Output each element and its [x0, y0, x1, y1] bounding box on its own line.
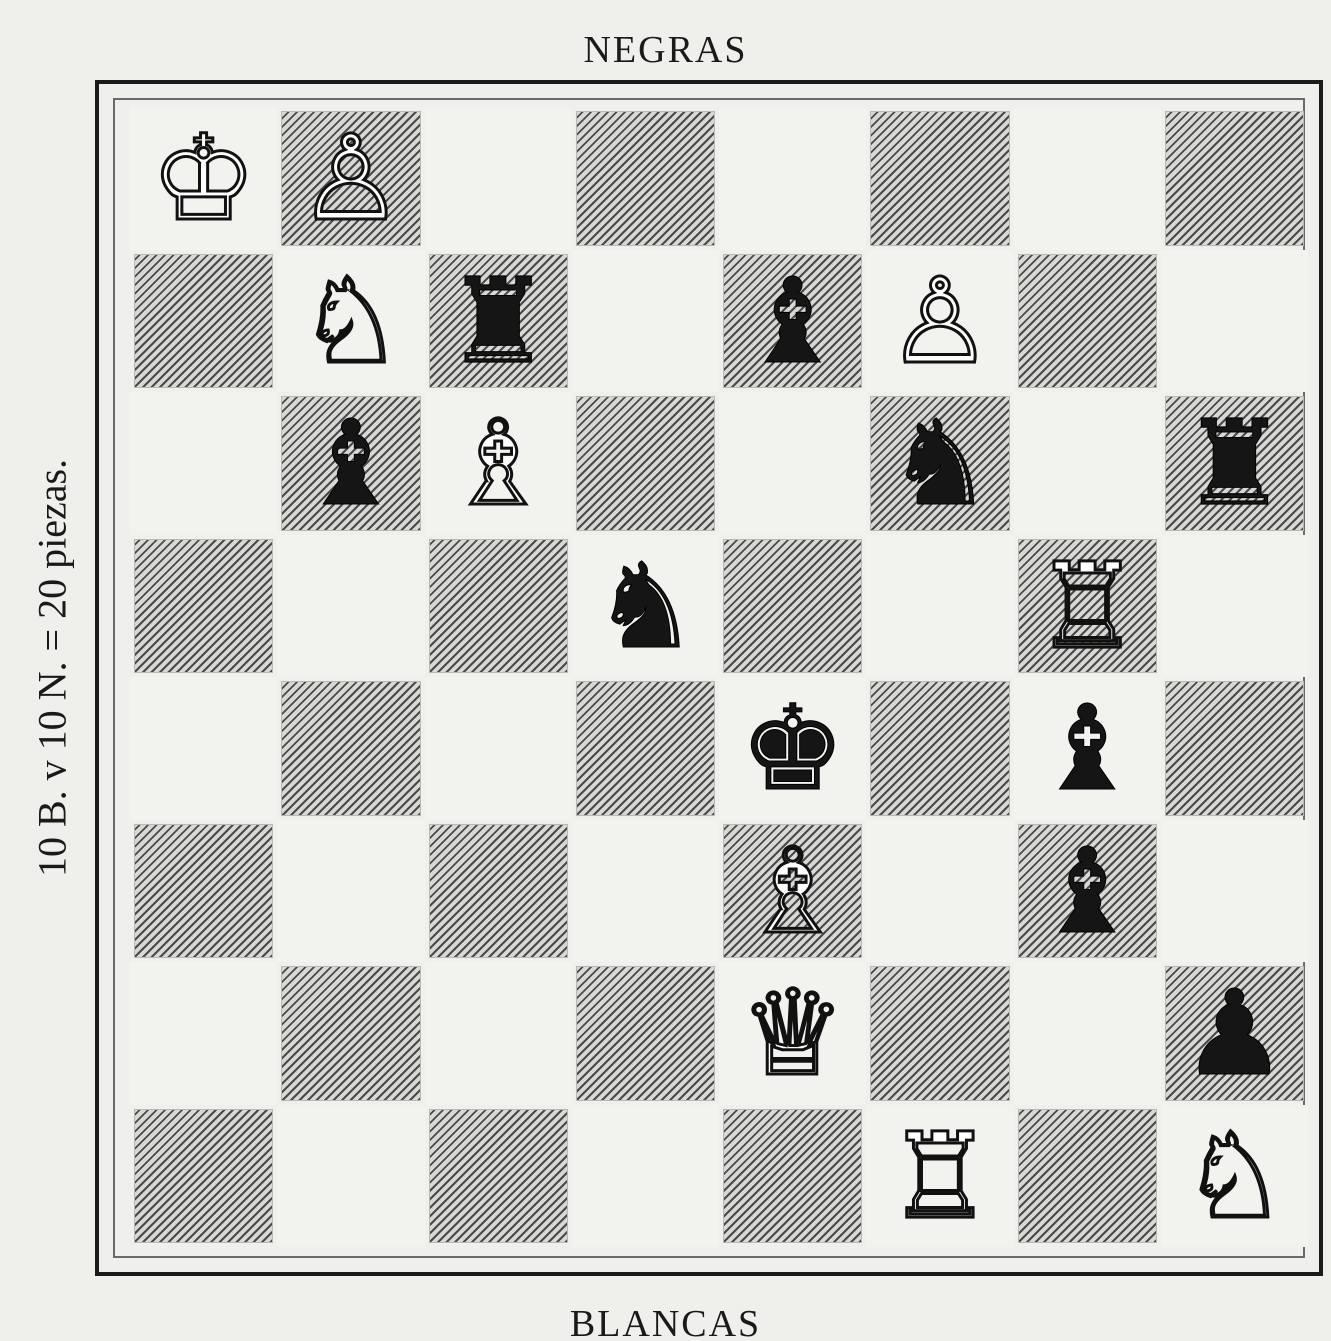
- square-g3[interactable]: ♝: [1018, 824, 1157, 959]
- square-d6[interactable]: [576, 396, 715, 531]
- black-bishop-icon[interactable]: ♝: [740, 262, 846, 380]
- square-c3[interactable]: [429, 824, 568, 959]
- black-rook-icon[interactable]: ♜: [1181, 404, 1287, 522]
- black-pawn-icon[interactable]: ♟: [1181, 974, 1287, 1092]
- square-b2[interactable]: [281, 966, 420, 1101]
- square-e2[interactable]: ♕: [719, 962, 866, 1105]
- square-f6[interactable]: ♞: [870, 396, 1009, 531]
- white-knight-icon[interactable]: ♘: [1181, 1117, 1287, 1235]
- white-king-icon[interactable]: ♔: [151, 119, 257, 237]
- white-bishop-icon[interactable]: ♗: [445, 404, 551, 522]
- black-bishop-icon[interactable]: ♝: [1034, 689, 1140, 807]
- white-bishop-icon[interactable]: ♗: [740, 832, 846, 950]
- square-d4[interactable]: [576, 681, 715, 816]
- square-a3[interactable]: [134, 824, 273, 959]
- black-knight-icon[interactable]: ♞: [592, 547, 698, 665]
- square-c6[interactable]: ♗: [425, 392, 572, 535]
- square-a2[interactable]: [130, 962, 277, 1105]
- square-f8[interactable]: [870, 111, 1009, 246]
- black-king-icon[interactable]: ♚: [740, 689, 846, 807]
- square-h5[interactable]: [1161, 535, 1308, 678]
- square-a4[interactable]: [130, 677, 277, 820]
- square-d3[interactable]: [572, 820, 719, 963]
- square-b5[interactable]: [277, 535, 424, 678]
- black-rook-icon[interactable]: ♜: [445, 262, 551, 380]
- square-h6[interactable]: ♜: [1165, 396, 1304, 531]
- square-c1[interactable]: [429, 1109, 568, 1244]
- square-a7[interactable]: [134, 254, 273, 389]
- square-f2[interactable]: [870, 966, 1009, 1101]
- square-c2[interactable]: [425, 962, 572, 1105]
- white-pawn-icon[interactable]: ♙: [298, 119, 404, 237]
- square-b8[interactable]: ♙: [281, 111, 420, 246]
- square-f3[interactable]: [866, 820, 1013, 963]
- square-h8[interactable]: [1165, 111, 1304, 246]
- square-f1[interactable]: ♖: [866, 1105, 1013, 1248]
- square-e1[interactable]: [723, 1109, 862, 1244]
- square-c5[interactable]: [429, 539, 568, 674]
- square-e6[interactable]: [719, 392, 866, 535]
- square-a6[interactable]: [130, 392, 277, 535]
- square-h2[interactable]: ♟: [1165, 966, 1304, 1101]
- square-g4[interactable]: ♝: [1014, 677, 1161, 820]
- top-side-label: NEGRAS: [0, 22, 1331, 78]
- square-c8[interactable]: [425, 107, 572, 250]
- square-e3[interactable]: ♗: [723, 824, 862, 959]
- square-c4[interactable]: [425, 677, 572, 820]
- square-h3[interactable]: [1161, 820, 1308, 963]
- square-g7[interactable]: [1018, 254, 1157, 389]
- square-h7[interactable]: [1161, 250, 1308, 393]
- white-knight-icon[interactable]: ♘: [298, 262, 404, 380]
- white-rook-icon[interactable]: ♖: [1034, 547, 1140, 665]
- square-b6[interactable]: ♝: [281, 396, 420, 531]
- white-rook-icon[interactable]: ♖: [887, 1117, 993, 1235]
- square-h1[interactable]: ♘: [1161, 1105, 1308, 1248]
- square-f5[interactable]: [866, 535, 1013, 678]
- square-b3[interactable]: [277, 820, 424, 963]
- piece-count-label: 10 B. v 10 N. = 20 piezas.: [29, 459, 76, 877]
- square-a1[interactable]: [134, 1109, 273, 1244]
- square-c7[interactable]: ♜: [429, 254, 568, 389]
- square-d8[interactable]: [576, 111, 715, 246]
- square-g6[interactable]: [1014, 392, 1161, 535]
- square-a5[interactable]: [134, 539, 273, 674]
- black-bishop-icon[interactable]: ♝: [1034, 832, 1140, 950]
- square-h4[interactable]: [1165, 681, 1304, 816]
- black-bishop-icon[interactable]: ♝: [298, 404, 404, 522]
- square-g1[interactable]: [1018, 1109, 1157, 1244]
- square-g5[interactable]: ♖: [1018, 539, 1157, 674]
- square-b1[interactable]: [277, 1105, 424, 1248]
- white-queen-icon[interactable]: ♕: [740, 974, 846, 1092]
- square-d7[interactable]: [572, 250, 719, 393]
- white-pawn-icon[interactable]: ♙: [887, 262, 993, 380]
- square-f4[interactable]: [870, 681, 1009, 816]
- square-g2[interactable]: [1014, 962, 1161, 1105]
- square-d5[interactable]: ♞: [572, 535, 719, 678]
- square-e5[interactable]: [723, 539, 862, 674]
- black-knight-icon[interactable]: ♞: [887, 404, 993, 522]
- square-d1[interactable]: [572, 1105, 719, 1248]
- square-f7[interactable]: ♙: [866, 250, 1013, 393]
- square-d2[interactable]: [576, 966, 715, 1101]
- square-a8[interactable]: ♔: [130, 107, 277, 250]
- square-g8[interactable]: [1014, 107, 1161, 250]
- square-e8[interactable]: [719, 107, 866, 250]
- chess-board[interactable]: ♔ ♙ ♘ ♜ ♝ ♙ ♝ ♗ ♞ ♜ ♞ ♖ ♚ ♝ ♗ ♝ ♕ ♟ ♖ ♘: [130, 107, 1308, 1247]
- bottom-side-label: BLANCAS: [0, 1300, 1331, 1341]
- square-b7[interactable]: ♘: [277, 250, 424, 393]
- square-e4[interactable]: ♚: [719, 677, 866, 820]
- square-b4[interactable]: [281, 681, 420, 816]
- square-e7[interactable]: ♝: [723, 254, 862, 389]
